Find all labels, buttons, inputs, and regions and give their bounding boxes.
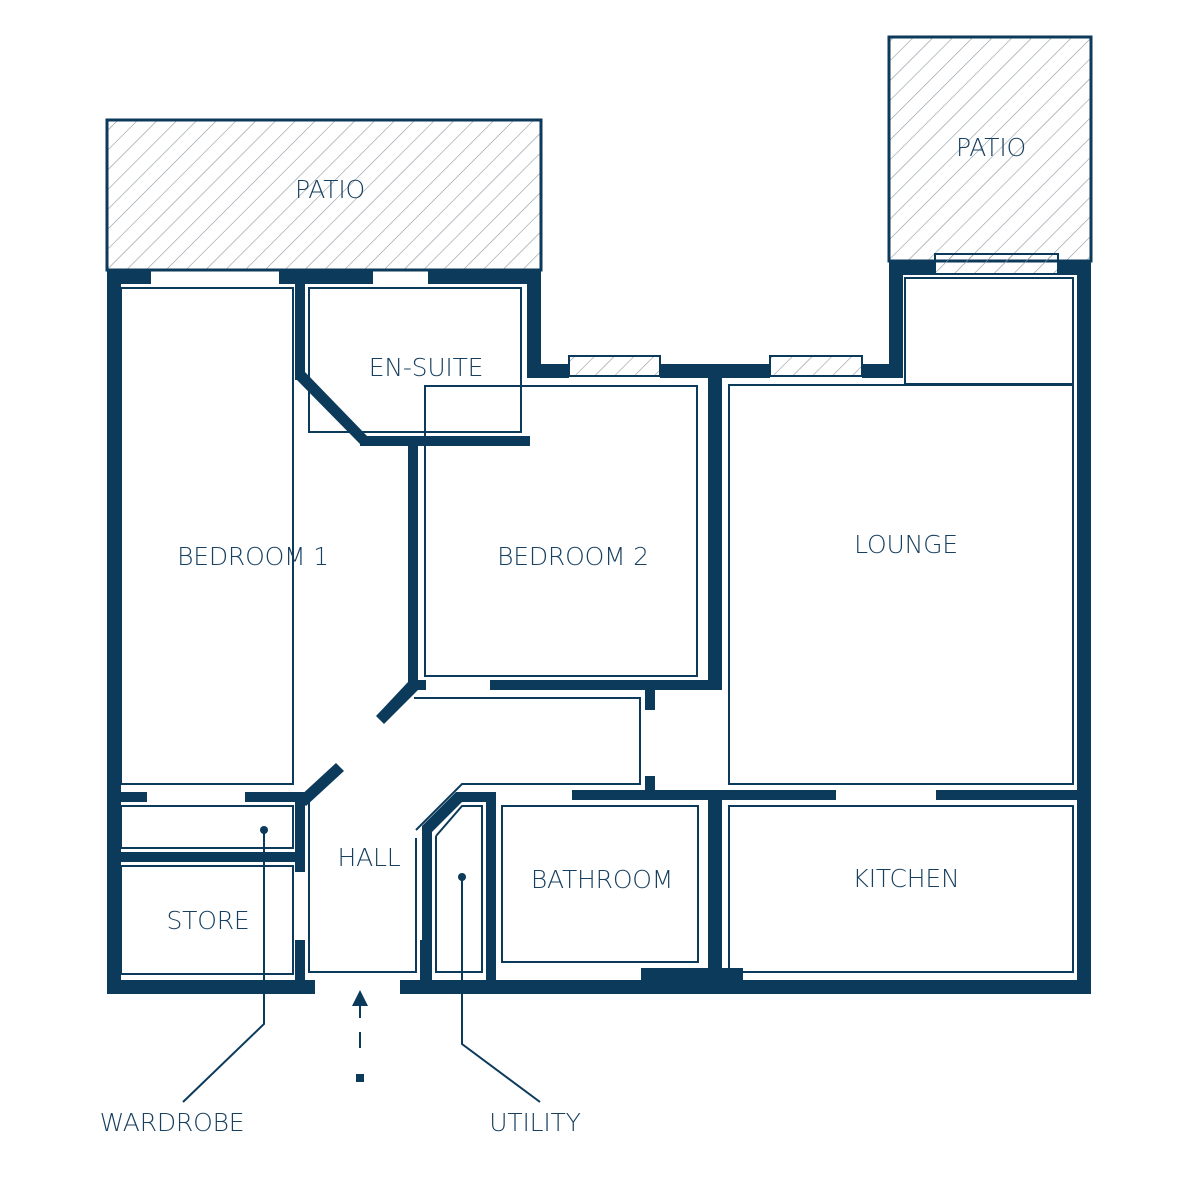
patio-right bbox=[887, 35, 1093, 263]
kitchen-label: KITCHEN bbox=[853, 864, 960, 893]
bathroom-label: BATHROOM bbox=[531, 865, 673, 894]
hall-label: HALL bbox=[338, 843, 401, 872]
utility-leader bbox=[458, 873, 541, 1103]
bedroom-1-label: BEDROOM 1 bbox=[177, 542, 329, 571]
interior-walls bbox=[107, 280, 1091, 980]
patio-left bbox=[105, 118, 543, 272]
wardrobe-label: WARDROBE bbox=[100, 1108, 245, 1137]
utility-label: UTILITY bbox=[489, 1108, 580, 1137]
wardrobe-leader bbox=[182, 826, 268, 1103]
store-label: STORE bbox=[167, 906, 250, 935]
arrow-up-icon bbox=[352, 990, 368, 1082]
inner-outlines bbox=[120, 277, 1074, 975]
window-lounge bbox=[769, 355, 863, 377]
window-patio-door bbox=[934, 253, 1059, 275]
patio-left-label: PATIO bbox=[295, 175, 365, 204]
lounge-label: LOUNGE bbox=[854, 530, 958, 559]
patio-right-label: PATIO bbox=[956, 133, 1026, 162]
bedroom-2-label: BEDROOM 2 bbox=[497, 542, 649, 571]
window-bedroom-2 bbox=[568, 355, 661, 377]
en-suite-label: EN-SUITE bbox=[369, 353, 484, 382]
